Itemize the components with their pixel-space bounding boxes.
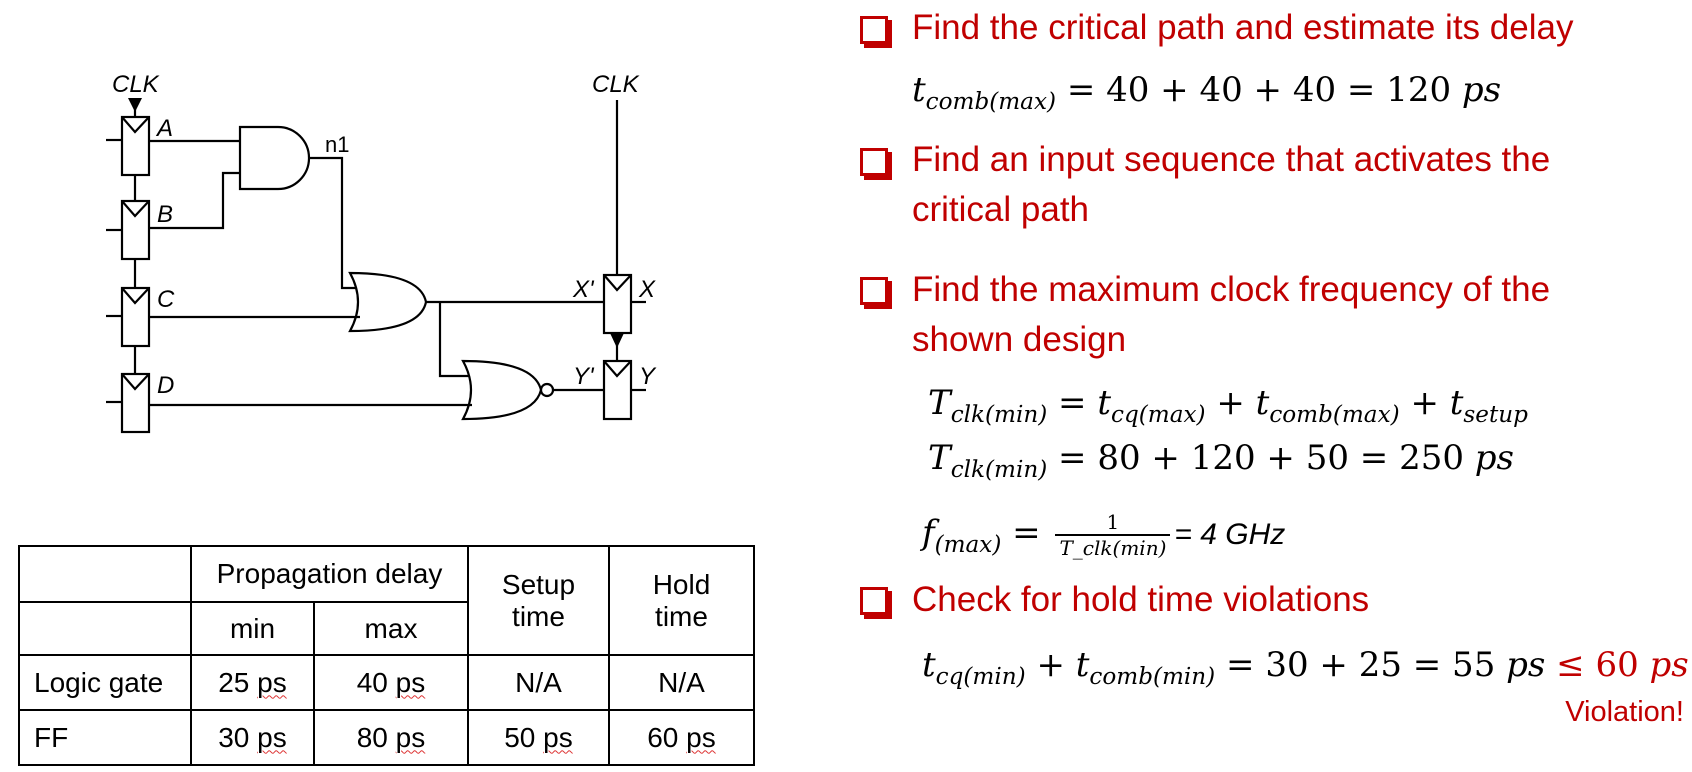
cell-hold: N/A (608, 654, 755, 711)
checkbox-icon (860, 587, 888, 615)
max-header: max (313, 601, 469, 656)
cell-hold: 60 ps (608, 709, 755, 766)
y-prime-label: Y' (573, 363, 595, 390)
cell-setup: 50 ps (467, 709, 610, 766)
bullet-input-sequence: Find an input sequence that activates th… (912, 140, 1551, 179)
row-name: Logic gate (18, 654, 192, 711)
input-c-label: C (157, 286, 175, 313)
y-label: Y (639, 363, 657, 390)
table-row: FF 30 ps 80 ps 50 ps 60 ps (18, 709, 755, 766)
flipflop-a (106, 115, 151, 177)
bullet-input-sequence-cont: critical path (912, 190, 1090, 229)
or-gate (348, 271, 428, 333)
x-prime-label: X' (572, 276, 595, 303)
flipflop-y (602, 359, 646, 421)
cell-min: 25 ps (190, 654, 315, 711)
n1-label: n1 (325, 132, 349, 157)
cell-min: 30 ps (190, 709, 315, 766)
flipflop-d (106, 372, 151, 434)
clk-left-label: CLK (112, 71, 160, 98)
eq-hold: tcq(min) + tcomb(min) = 30 + 25 = 55 ps … (922, 645, 1689, 691)
bullet-hold-check: Check for hold time violations (912, 580, 1370, 619)
row-name: FF (18, 709, 192, 766)
flipflop-b (106, 199, 151, 261)
eq-tclk-formula: Tclk(min) = tcq(max) + tcomb(max) + tset… (928, 383, 1528, 429)
nor-gate (461, 359, 543, 421)
table-blank-cell (18, 601, 192, 656)
input-d-label: D (157, 372, 174, 399)
circuit-diagram: CLK A B C D n1 CLK (106, 71, 657, 434)
clk-right-label: CLK (592, 71, 640, 98)
x-label: X (638, 276, 656, 303)
checkbox-icon (860, 277, 888, 305)
input-a-label: A (155, 115, 173, 142)
bullet-critical-path: Find the critical path and estimate its … (912, 8, 1574, 47)
min-header: min (190, 601, 315, 656)
checkbox-icon (860, 16, 888, 44)
cell-max: 40 ps (313, 654, 469, 711)
table-row: Logic gate 25 ps 40 ps N/A N/A (18, 654, 755, 711)
flipflop-c (106, 286, 151, 348)
bullet-max-frequency: Find the maximum clock frequency of the (912, 270, 1551, 309)
and-gate (238, 125, 311, 191)
checkbox-icon (860, 148, 888, 176)
prop-delay-header: Propagation delay (190, 545, 469, 603)
bullet-max-frequency-cont: shown design (912, 320, 1127, 359)
table-corner-cell (18, 545, 192, 603)
cell-max: 80 ps (313, 709, 469, 766)
eq-tclk-value: Tclk(min) = 80 + 120 + 50 = 250 ps (928, 438, 1515, 484)
violation-label: Violation! (1565, 696, 1684, 728)
cell-setup: N/A (467, 654, 610, 711)
input-b-label: B (157, 201, 173, 228)
flipflop-x (602, 273, 646, 335)
eq-tcomb: tcomb(max) = 40 + 40 + 40 = 120 ps (912, 70, 1502, 116)
